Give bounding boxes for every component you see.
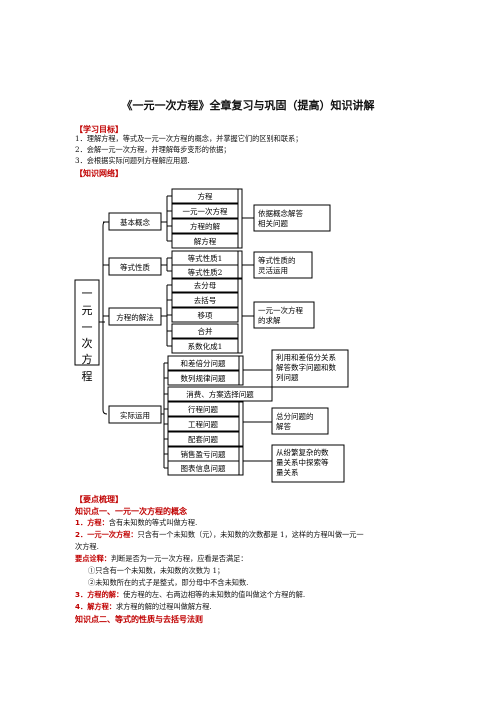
point-2-continued: 次方程.: [75, 542, 99, 551]
leaf-property-1: 等式性质1: [188, 253, 223, 263]
leaf-linear-equation: 一元一次方程: [183, 206, 228, 216]
point-4: 4．解方程：求方程的解的过程叫做解方程.: [75, 602, 212, 612]
point-4-label: 4．解方程：: [75, 602, 116, 611]
branch-basic-concepts: 基本概念: [120, 217, 150, 227]
leaf-sequence: 数列规律问题: [181, 373, 226, 383]
point-2: 2．一元一次方程：只含有一个未知数（元），未知数的次数都是 1，这样的方程叫做一…: [75, 530, 364, 540]
note-sum-difference: 利用和差倍分关系解答数字问题和数列问题: [276, 352, 336, 382]
point-3-label: 3．方程的解：: [75, 590, 124, 599]
goal-item-1: 1．理解方程，等式及一元一次方程的概念，并掌握它们的区别和联系；: [75, 134, 303, 143]
leaf-property-2: 等式性质2: [188, 267, 223, 277]
point-3: 3．方程的解：使方程的左、右两边相等的未知数的值叫做这个方程的解.: [75, 590, 305, 600]
leaf-work: 工程问题: [188, 420, 218, 429]
leaf-solution: 方程的解: [190, 221, 220, 231]
note-properties: 等式性质的灵活运用: [258, 255, 296, 275]
tip-item-1: ①只含有一个未知数，未知数的次数为 1；: [88, 566, 225, 575]
root-char-3: 一: [82, 321, 93, 334]
root-char-6: 程: [82, 370, 93, 383]
leaf-combine: 合并: [198, 326, 213, 336]
goal-item-3: 3．会根据实际问题列方程解应用题.: [75, 156, 190, 165]
root-char-2: 元: [82, 304, 93, 317]
leaf-equation: 方程: [198, 191, 213, 201]
point-1-text: 含有未知数的等式叫做方程.: [108, 518, 198, 527]
tip: 要点诠释：判断是否为一元一次方程，应看是否满足：: [75, 554, 248, 564]
point-1-label: 1．方程：: [75, 518, 109, 527]
branch-equality-properties: 等式性质: [120, 262, 150, 272]
tip-label: 要点诠释：: [75, 554, 111, 563]
leaf-sales: 销售盈亏问题: [181, 449, 226, 459]
knowledge-point-2: 知识点二、等式的性质与去括号法则: [75, 615, 203, 624]
tip-item-2: ②未知数所在的式子是整式，即分母中不含未知数.: [88, 578, 249, 587]
leaf-transpose: 移项: [198, 310, 213, 320]
point-1: 1．方程：含有未知数的等式叫做方程.: [75, 518, 197, 528]
goal-item-2: 2．会解一元一次方程，并理解每步变形的依据；: [75, 145, 231, 154]
leaf-sum-difference: 和差倍分问题: [181, 358, 226, 368]
page-title: 《一元一次方程》全章复习与巩固（提高）知识讲解: [121, 99, 375, 112]
leaf-remove-denominator: 去分母: [194, 280, 217, 290]
note-relations: 从纷繁复杂的数量关系中探索等量关系: [276, 447, 329, 477]
root-char-4: 次: [82, 336, 93, 350]
point-2-label: 2．一元一次方程：: [75, 530, 138, 539]
note-concepts: 依据概念解答相关问题: [258, 208, 303, 228]
tip-text: 判断是否为一元一次方程，应看是否满足：: [110, 554, 248, 563]
root-char-5: 方: [82, 352, 93, 366]
branch-applications: 实际运用: [120, 410, 150, 420]
leaf-matching: 配套问题: [188, 434, 218, 444]
leaf-chart-info: 图表信息问题: [181, 463, 226, 473]
point-4-text: 求方程的解的过程叫做解方程.: [115, 602, 212, 611]
section-network-heading: 【知识网络】: [75, 169, 123, 178]
leaf-coefficient-to-1: 系数化成1: [188, 341, 223, 351]
knowledge-point-1: 知识点一、一元一次方程的概念: [75, 507, 187, 516]
point-3-text: 使方程的左、右两边相等的未知数的值叫做这个方程的解.: [123, 590, 306, 599]
leaf-consumption: 消费、方案选择问题: [186, 389, 254, 399]
leaf-solve: 解方程: [194, 236, 217, 246]
branch-solving-methods: 方程的解法: [116, 312, 154, 322]
note-solving: 一元一次方程的求解: [258, 305, 303, 325]
section-points-heading: 【要点梳理】: [75, 495, 123, 504]
leaf-travel: 行程问题: [188, 404, 218, 414]
note-total: 总分问题的解答: [276, 411, 314, 431]
section-goals-heading: 【学习目标】: [75, 125, 123, 134]
leaf-remove-brackets: 去括号: [194, 295, 217, 305]
point-2-text: 只含有一个未知数（元），未知数的次数都是 1，这样的方程叫做一元一: [137, 530, 364, 539]
root-char-1: 一: [82, 287, 93, 300]
